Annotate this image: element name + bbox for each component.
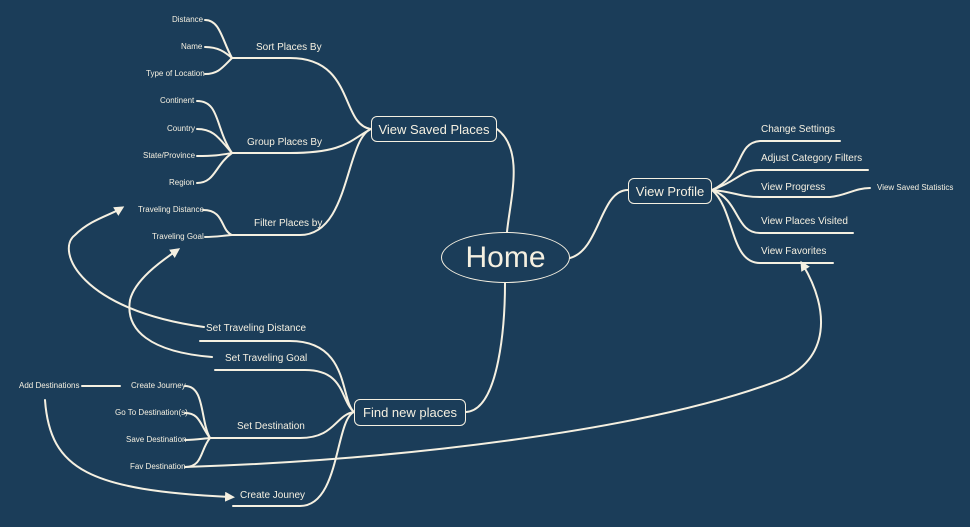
add-destinations-label: Add Destinations xyxy=(19,381,80,390)
link-group-state xyxy=(196,152,233,157)
filter-item-traveling-distance: Traveling Distance xyxy=(138,205,204,214)
link-sort-type xyxy=(204,57,233,75)
home-node: Home xyxy=(441,232,570,283)
link-find-goal xyxy=(214,369,355,413)
profile-item-favorites: View Favorites xyxy=(761,246,827,257)
link-group-continent xyxy=(196,100,233,154)
view-saved-places-node: View Saved Places xyxy=(371,116,497,142)
dest-item-save-destination: Save Destination xyxy=(126,435,187,444)
link-profile-progress xyxy=(711,189,831,198)
find-item-set-traveling-distance: Set Traveling Distance xyxy=(206,323,307,334)
link-home-profile xyxy=(569,189,629,259)
profile-item-view-progress: View Progress xyxy=(761,182,826,193)
link-profile-visited xyxy=(711,189,854,234)
link-dest-fav xyxy=(184,437,211,468)
group-item-region: Region xyxy=(169,178,195,187)
group-item-continent: Continent xyxy=(160,96,195,105)
link-home-find xyxy=(465,282,506,413)
progress-sub-saved-statistics: View Saved Statistics xyxy=(877,183,954,192)
dest-item-fav-destination: Fav Destination xyxy=(130,462,186,471)
find-new-places-node: Find new places xyxy=(354,399,466,426)
profile-item-places-visited: View Places Visited xyxy=(761,216,848,227)
filter-item-traveling-goal: Traveling Goal xyxy=(152,232,204,241)
sort-item-type: Type of Location xyxy=(146,69,205,78)
link-saved-sort xyxy=(231,57,372,130)
arrow-add-to-create xyxy=(44,399,235,502)
link-filter-distance xyxy=(202,209,233,236)
arrow-distance-to-filter xyxy=(67,206,205,328)
link-dest-save xyxy=(184,437,211,441)
link-profile-favorites xyxy=(711,189,834,264)
group-item-state: State/Province xyxy=(143,151,196,160)
sort-places-by-label: Sort Places By xyxy=(256,42,322,53)
link-saved-filter xyxy=(231,128,372,236)
find-item-set-destination: Set Destination xyxy=(237,421,305,432)
group-item-country: Country xyxy=(167,124,196,133)
link-sort-name xyxy=(204,46,233,59)
arrow-goal-to-filter xyxy=(128,248,213,358)
group-places-by-label: Group Places By xyxy=(247,137,323,148)
link-group-country xyxy=(196,128,233,154)
view-profile-node: View Profile xyxy=(628,178,712,204)
link-dest-create xyxy=(184,385,211,439)
link-profile-settings xyxy=(711,140,841,191)
dest-item-create-journey: Create Journey xyxy=(131,381,186,390)
dest-item-go-to-destination: Go To Destination(s) xyxy=(115,408,188,417)
find-item-set-traveling-goal: Set Traveling Goal xyxy=(225,353,308,364)
sort-item-name: Name xyxy=(181,42,203,51)
filter-places-by-label: Filter Places by xyxy=(254,218,323,229)
link-filter-goal xyxy=(204,234,233,238)
sort-item-distance: Distance xyxy=(172,15,204,24)
profile-item-change-settings: Change Settings xyxy=(761,124,835,135)
link-saved-group xyxy=(231,128,372,154)
profile-item-category-filters: Adjust Category Filters xyxy=(761,153,863,164)
link-home-saved xyxy=(496,128,515,233)
link-dest-goto xyxy=(184,412,211,439)
link-sort-distance xyxy=(204,19,233,59)
link-profile-filters xyxy=(711,169,869,191)
find-item-create-jouney: Create Jouney xyxy=(240,490,306,501)
arrow-fav-to-favorites xyxy=(184,260,822,468)
link-find-destination xyxy=(209,411,355,439)
link-group-region xyxy=(196,152,233,184)
link-find-create xyxy=(232,411,355,507)
link-progress-stats xyxy=(829,187,871,198)
